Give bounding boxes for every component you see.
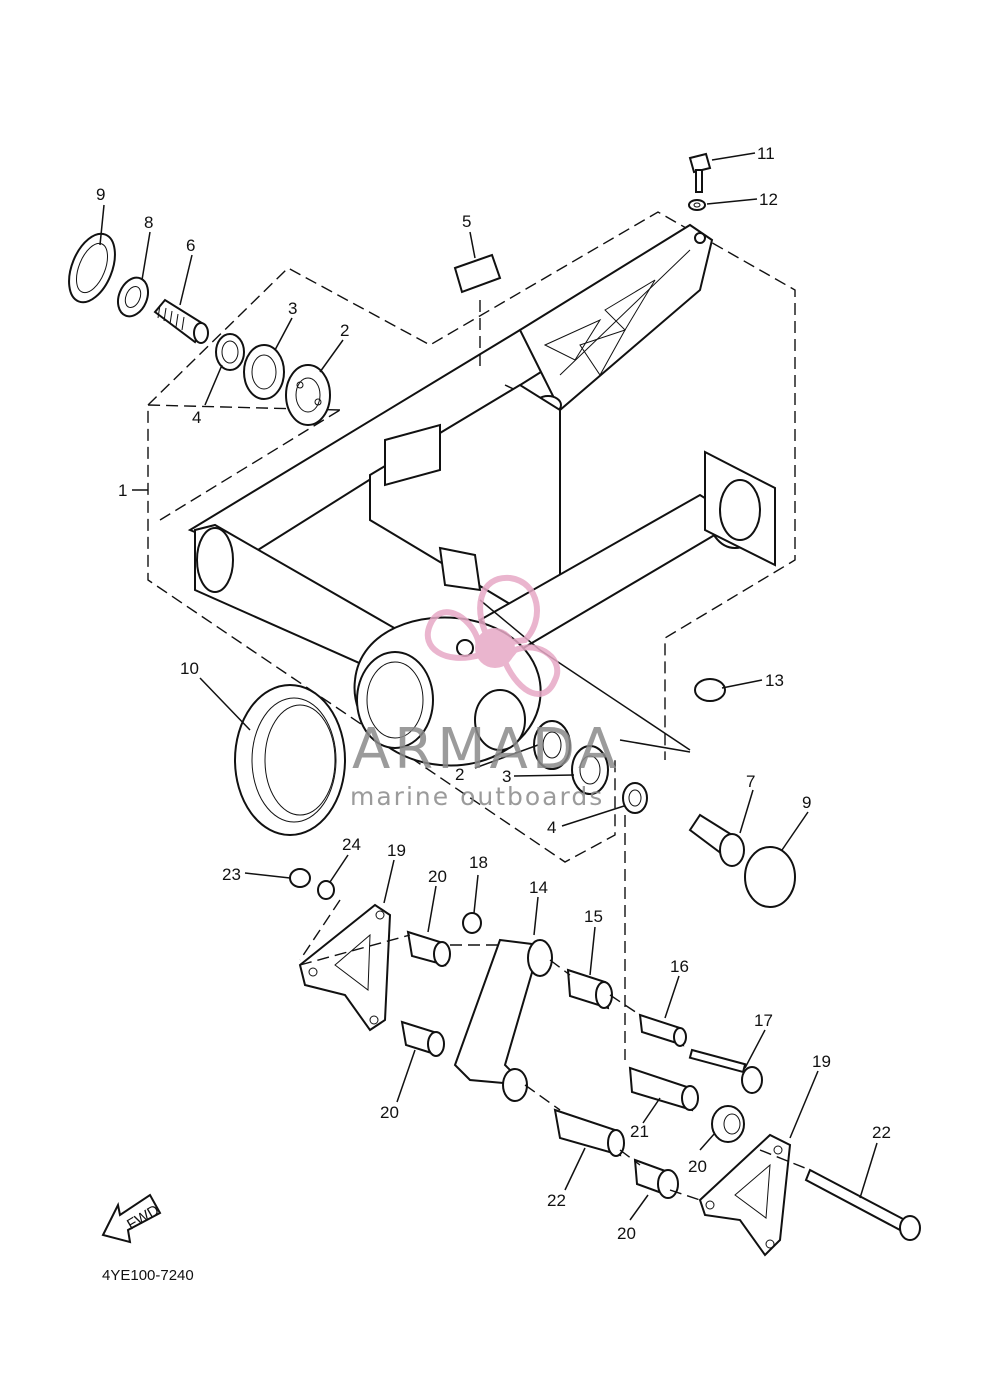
callout-20-lower-left: 20 bbox=[380, 1103, 399, 1122]
pivot-shaft-7 bbox=[688, 813, 745, 867]
link-bracket-19-right bbox=[698, 1133, 792, 1257]
callout-17: 17 bbox=[754, 1011, 773, 1030]
propeller-logo-icon bbox=[425, 574, 561, 697]
ring-nut-10 bbox=[234, 684, 346, 836]
callout-10: 10 bbox=[180, 659, 199, 678]
collar-20-lower-right bbox=[633, 1158, 679, 1199]
watermark-tagline: marine outboards bbox=[350, 782, 604, 811]
callout-2: 2 bbox=[340, 321, 349, 340]
watermark-brand: ARMADA bbox=[352, 717, 620, 782]
swingarm-body bbox=[187, 223, 776, 767]
washer-24 bbox=[317, 880, 335, 900]
callout-13: 13 bbox=[765, 671, 784, 690]
oil-seal-3-left bbox=[243, 344, 285, 400]
callout-3-right: 3 bbox=[502, 767, 511, 786]
leader-lines bbox=[99, 152, 878, 1221]
callout-9: 9 bbox=[96, 185, 105, 204]
callout-14: 14 bbox=[529, 878, 548, 897]
seal-9-right bbox=[744, 846, 796, 908]
collar-20-right bbox=[711, 1105, 745, 1143]
collar-4-right bbox=[622, 782, 648, 814]
callout-24: 24 bbox=[342, 835, 361, 854]
callout-22: 22 bbox=[872, 1123, 891, 1142]
nut-18 bbox=[462, 912, 482, 934]
bearing-2-left bbox=[285, 364, 331, 426]
link-bracket-19-left bbox=[298, 903, 392, 1032]
callout-18: 18 bbox=[469, 853, 488, 872]
callout-6: 6 bbox=[186, 236, 195, 255]
callout-8: 8 bbox=[144, 213, 153, 232]
callout-21-middle: 21 bbox=[630, 1122, 649, 1141]
assembly-boundary bbox=[147, 211, 796, 863]
bolt-11 bbox=[688, 152, 712, 193]
forward-arrow-icon: FWD bbox=[101, 1193, 162, 1244]
collar-4-left bbox=[215, 333, 245, 371]
washer-12 bbox=[688, 199, 706, 211]
callout-19: 19 bbox=[387, 841, 406, 860]
collar-21-lower bbox=[553, 1108, 625, 1157]
collar-20-lower-left bbox=[400, 1020, 445, 1057]
plug-13 bbox=[694, 678, 726, 702]
callout-5: 5 bbox=[462, 212, 471, 231]
callout-20-right: 20 bbox=[688, 1157, 707, 1176]
collar-20-upper-left bbox=[406, 930, 451, 967]
oil-seal-3-right bbox=[571, 745, 609, 795]
bolt-22 bbox=[804, 1168, 921, 1241]
callout-23: 23 bbox=[222, 865, 241, 884]
watermark: ARMADA marine outboards bbox=[350, 574, 620, 811]
callout-4-right: 4 bbox=[547, 818, 556, 837]
callout-11: 11 bbox=[757, 144, 775, 163]
callout-9-right: 9 bbox=[802, 793, 811, 812]
bearing-2-right bbox=[533, 720, 571, 770]
callout-4: 4 bbox=[192, 408, 201, 427]
bolt-17 bbox=[688, 1048, 763, 1094]
collar-15 bbox=[566, 968, 613, 1010]
collar-21-middle bbox=[628, 1066, 699, 1112]
pivot-shaft-6 bbox=[153, 298, 209, 344]
alignment-lines bbox=[299, 300, 811, 1201]
callout-2-right: 2 bbox=[455, 765, 464, 784]
callout-7: 7 bbox=[746, 772, 755, 791]
callout-3: 3 bbox=[288, 299, 297, 318]
callout-21-lower: 22 bbox=[547, 1191, 566, 1210]
seal-9-left bbox=[68, 232, 116, 304]
label-5 bbox=[453, 253, 502, 294]
callout-16: 16 bbox=[670, 957, 689, 976]
callout-20: 20 bbox=[428, 867, 447, 886]
callout-1: 1 bbox=[118, 481, 127, 500]
callout-15: 15 bbox=[584, 907, 603, 926]
callout-12: 12 bbox=[759, 190, 778, 209]
diagram-code: 4YE100-7240 bbox=[102, 1267, 194, 1284]
connecting-rod-14 bbox=[453, 938, 553, 1102]
callout-labels: 9 8 6 3 2 4 5 1 11 12 13 10 2 3 4 7 9 23… bbox=[96, 144, 891, 1243]
collar-16 bbox=[638, 1013, 687, 1047]
locknut-8 bbox=[117, 276, 149, 318]
callout-19-right: 19 bbox=[812, 1052, 831, 1071]
callout-20-bottom: 20 bbox=[617, 1224, 636, 1243]
nut-23 bbox=[289, 868, 311, 888]
